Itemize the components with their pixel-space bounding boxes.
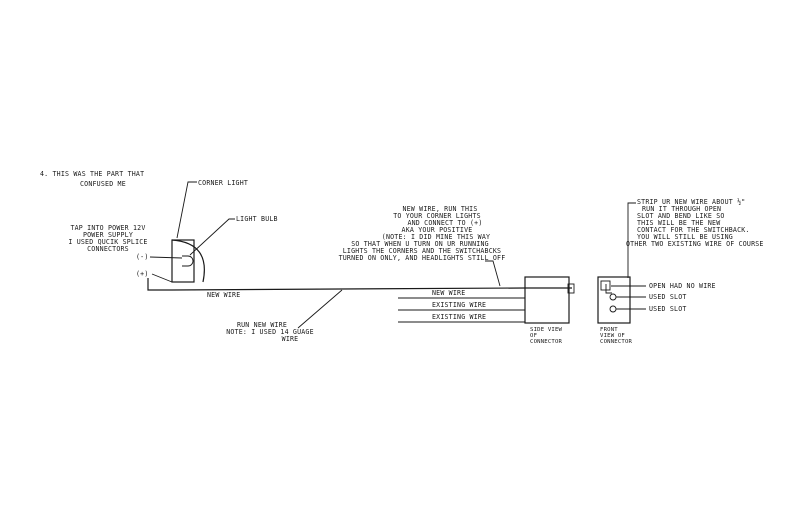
bent-wire-contact bbox=[605, 284, 612, 294]
tap-power-line-1: TAP INTO POWER 12V bbox=[70, 224, 145, 232]
strip-line-3: SLOT AND BEND LIKE SO bbox=[637, 212, 725, 220]
new-wire-run-note: NEW WIRE, RUN THIS TO YOUR CORNER LIGHTS… bbox=[339, 205, 506, 287]
used-slot-2-label: USED SLOT bbox=[649, 305, 687, 313]
existing-wire-2-label: EXISTING WIRE bbox=[432, 313, 486, 321]
side-view-box bbox=[524, 276, 570, 324]
tap-power-line-4: CONNECTORS bbox=[87, 245, 129, 253]
run-new-wire-note: RUN NEW WIRE NOTE: I USED 14 GUAGE WIRE bbox=[226, 289, 343, 343]
new-wire-run-line-8: TURNED ON ONLY, AND HEADLIGHTS STILL OFF bbox=[339, 254, 506, 262]
tap-power-line-3: I USED QUCIK SPLICE bbox=[68, 238, 147, 246]
corner-light-leader bbox=[176, 181, 197, 239]
used-slot-1-label: USED SLOT bbox=[649, 293, 687, 301]
corner-light-callout: CORNER LIGHT bbox=[176, 179, 248, 239]
new-wire-run-line-3: AND CONNECT TO (+) bbox=[407, 219, 482, 227]
tap-power-note: TAP INTO POWER 12V POWER SUPPLY I USED Q… bbox=[68, 224, 147, 253]
step-4-note: 4. THIS WAS THE PART THAT CONFUSED ME bbox=[40, 170, 144, 188]
run-new-wire-line-1: RUN NEW WIRE bbox=[237, 321, 287, 329]
negative-label: (-) bbox=[136, 253, 149, 261]
step-4-line-2: CONFUSED ME bbox=[80, 180, 126, 188]
new-wire-run-line-4: AKA YOUR POSITIVE bbox=[402, 226, 473, 234]
front-view-connector: FRONT VIEW OF CONNECTOR bbox=[597, 276, 633, 345]
strip-line-4: THIS WILL BE THE NEW bbox=[637, 219, 720, 227]
strip-wire-note: STRIP UR NEW WIRE ABOUT ½" RUN IT THROUG… bbox=[626, 198, 764, 278]
front-view-line-3: CONNECTOR bbox=[600, 339, 633, 345]
used-slot-1-circle bbox=[609, 293, 617, 301]
new-wire-lower-label: NEW WIRE bbox=[207, 291, 240, 299]
slot-callouts: OPEN HAD NO WIRE USED SLOT USED SLOT bbox=[611, 282, 716, 313]
open-slot-label: OPEN HAD NO WIRE bbox=[649, 282, 716, 290]
side-view-line-2: OF bbox=[530, 333, 538, 339]
new-wire-run-line-2: TO YOUR CORNER LIGHTS bbox=[393, 212, 481, 220]
step-4-line-1: 4. THIS WAS THE PART THAT bbox=[40, 170, 144, 178]
light-bulb-leader bbox=[189, 218, 235, 256]
positive-label: (+) bbox=[136, 270, 149, 278]
corner-light-box bbox=[171, 239, 195, 283]
side-view-connector: SIDE VIEW OF CONNECTOR bbox=[524, 276, 575, 345]
strip-line-7: OTHER TWO EXISTING WIRE OF COURSE bbox=[626, 240, 764, 248]
strip-note-leader bbox=[627, 202, 636, 278]
strip-line-2: RUN IT THROUGH OPEN bbox=[642, 205, 721, 213]
strip-line-6: YOU WILL STILL BE USING bbox=[637, 233, 733, 241]
corner-light-label: CORNER LIGHT bbox=[198, 179, 248, 187]
light-bulb-callout: LIGHT BULB bbox=[189, 215, 278, 256]
light-bulb-icon bbox=[182, 255, 194, 267]
side-view-line-3: CONNECTOR bbox=[530, 339, 563, 345]
run-new-wire-line-3: WIRE bbox=[282, 335, 299, 343]
front-view-line-2: VIEW OF bbox=[600, 333, 625, 339]
new-wire-run-line-5: (NOTE: I DID MINE THIS WAY bbox=[382, 233, 490, 241]
run-new-wire-line-2: NOTE: I USED 14 GUAGE bbox=[226, 328, 314, 336]
strip-line-1: STRIP UR NEW WIRE ABOUT ½" bbox=[637, 198, 745, 206]
front-view-line-1: FRONT bbox=[600, 327, 618, 333]
new-wire-run-line-1: NEW WIRE, RUN THIS bbox=[402, 205, 477, 213]
negative-lead bbox=[149, 256, 183, 259]
front-view-box bbox=[597, 276, 631, 324]
strip-line-5: CONTACT FOR THE SWITCHBACK. bbox=[637, 226, 750, 234]
corner-light-lens bbox=[171, 239, 205, 283]
existing-wire-1-label: EXISTING WIRE bbox=[432, 301, 486, 309]
new-wire-run-line-6: SO THAT WHEN U TURN ON UR RUNNING bbox=[351, 240, 489, 248]
positive-lead-tap bbox=[151, 273, 173, 283]
used-slot-2-circle bbox=[609, 305, 617, 313]
wire-harness: NEW WIRE EXISTING WIRE EXISTING WIRE bbox=[398, 289, 525, 323]
corner-light-housing bbox=[171, 239, 205, 283]
side-view-terminal bbox=[567, 283, 575, 294]
positive-lead bbox=[147, 278, 341, 291]
run-new-wire-leader bbox=[297, 289, 343, 329]
open-slot-terminal bbox=[600, 280, 611, 291]
tap-power-line-2: POWER SUPPLY bbox=[83, 231, 133, 239]
light-bulb-label: LIGHT BULB bbox=[236, 215, 278, 223]
new-wire-run-leader bbox=[485, 260, 501, 287]
side-view-line-1: SIDE VIEW bbox=[530, 327, 563, 333]
new-wire-run-line-7: LIGHTS THE CORNERS AND THE SWITCHABCKS bbox=[343, 247, 501, 255]
new-wire-label: NEW WIRE bbox=[432, 289, 465, 297]
